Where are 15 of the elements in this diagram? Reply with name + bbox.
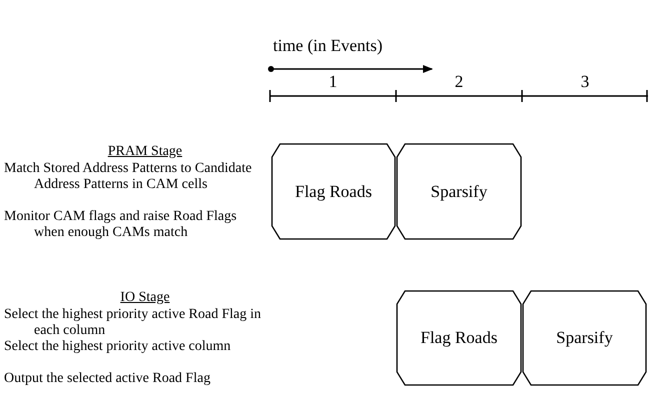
stage-step-text: Output the selected active Road Flag [3,371,212,387]
stage-block: Sparsify [522,290,647,386]
tick-label: 1 [328,72,338,92]
stage-block: Flag Roads [396,290,522,386]
tick-label: 2 [454,72,464,92]
axis-title: time (in Events) [273,36,383,56]
stage-step-text: Select the highest priority active column [3,339,232,355]
stage-heading: IO Stage [119,290,171,306]
tick-label: 3 [580,72,590,92]
stage-step-text: Match Stored Address Patterns to Candidate Address Patterns in CAM cells [3,161,253,193]
stage-block: Sparsify [396,143,522,240]
stage-step-text: Monitor CAM flags and raise Road Flags when enough CAMs match [3,209,238,241]
stage-step-text: Select the highest priority active Road Flag in each column [3,307,262,339]
stage-block: Flag Roads [271,143,396,240]
stage-heading: PRAM Stage [106,144,184,160]
